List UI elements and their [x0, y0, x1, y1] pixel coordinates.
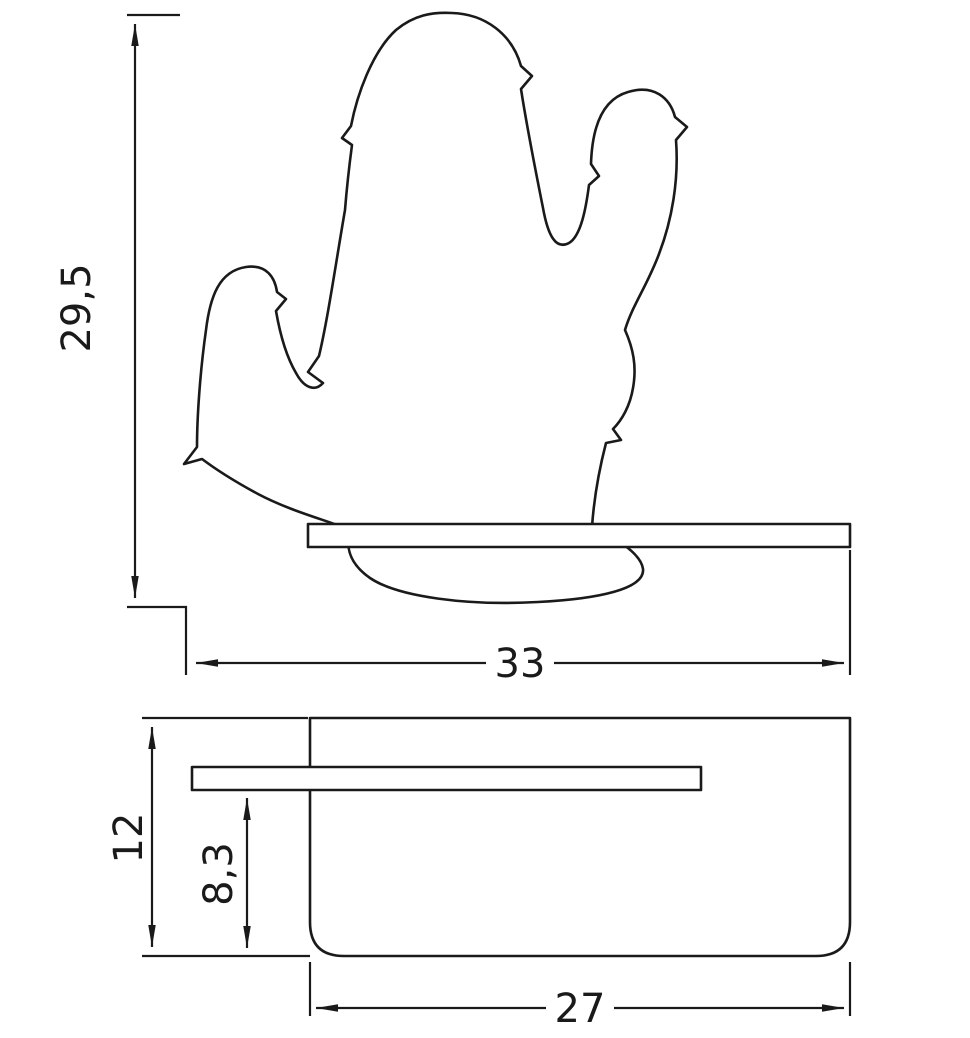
side-height-label: 12	[106, 813, 152, 864]
front-width-label: 33	[495, 641, 546, 687]
side-shelf	[190, 765, 703, 792]
side-depth-dimension: 27	[308, 962, 852, 1032]
side-view: 12 8,3 27	[106, 716, 852, 1032]
side-depth-label: 27	[555, 986, 606, 1032]
front-height-label: 29,5	[54, 263, 100, 352]
witness-line-bottom-step	[127, 605, 188, 675]
side-shelf-offset-label: 8,3	[196, 842, 242, 906]
side-shelf-offset-dimension: 8,3	[196, 798, 251, 948]
side-height-dimension: 12	[106, 716, 310, 958]
front-width-dimension: 33	[196, 550, 852, 687]
front-view: 29,5 33	[54, 11, 852, 687]
front-shelf	[306, 522, 852, 549]
side-body-outline	[308, 716, 852, 958]
cactus-outline	[182, 11, 689, 605]
front-height-dimension: 29,5	[54, 13, 188, 675]
